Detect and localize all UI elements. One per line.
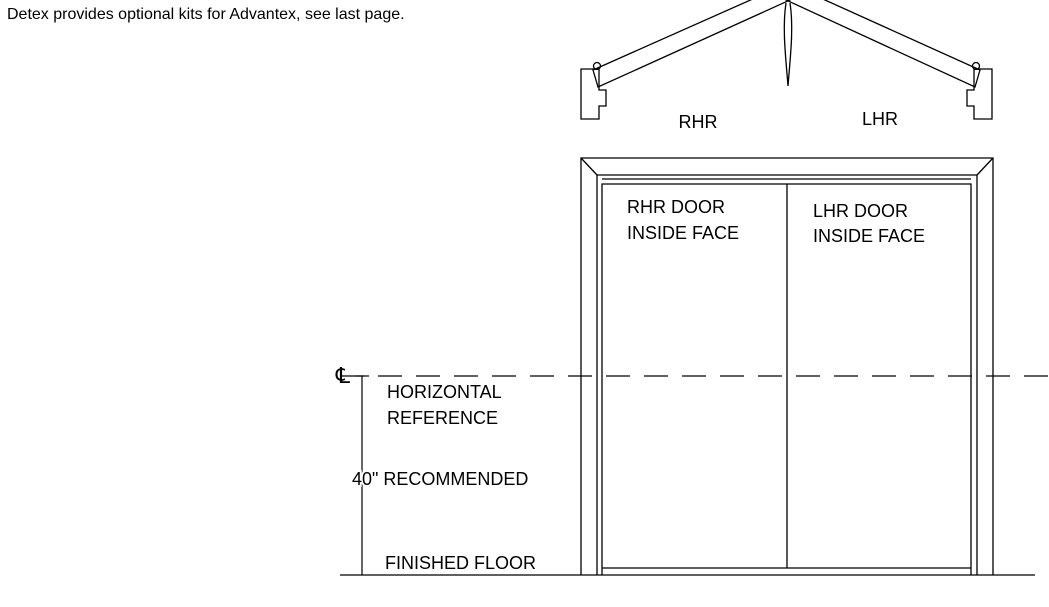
plan-view <box>580 0 993 120</box>
dimension-40in <box>355 375 369 575</box>
frame-inner-edge <box>596 174 978 575</box>
header-note: Detex provides optional kits for Advante… <box>7 6 405 23</box>
rhr-door-label-line1: RHR DOOR <box>627 197 725 217</box>
recommended-height-label: 40" RECOMMENDED <box>352 469 528 489</box>
door-elevation <box>580 157 994 575</box>
right-door-leaf <box>785 0 981 88</box>
meeting-stile-mark <box>783 2 793 87</box>
horizontal-reference-label-line1: HORIZONTAL <box>387 382 502 402</box>
plan-label-rhr: RHR <box>679 112 718 132</box>
horizontal-reference-label-line2: REFERENCE <box>387 408 498 428</box>
centerline-symbol: ℄ <box>335 363 351 388</box>
lhr-door-label-line1: LHR DOOR <box>813 201 908 221</box>
lhr-door-label-line2: INSIDE FACE <box>813 226 925 246</box>
left-door-leaf <box>592 0 791 88</box>
frame-outer-edge <box>580 157 994 575</box>
frame-miter-left <box>580 157 598 176</box>
finished-floor-label: FINISHED FLOOR <box>385 553 536 573</box>
frame-miter-right <box>976 157 994 176</box>
rhr-door-label-line2: INSIDE FACE <box>627 223 739 243</box>
right-frame-jamb <box>966 68 993 120</box>
plan-label-lhr: LHR <box>862 109 898 129</box>
left-frame-jamb <box>580 68 607 120</box>
